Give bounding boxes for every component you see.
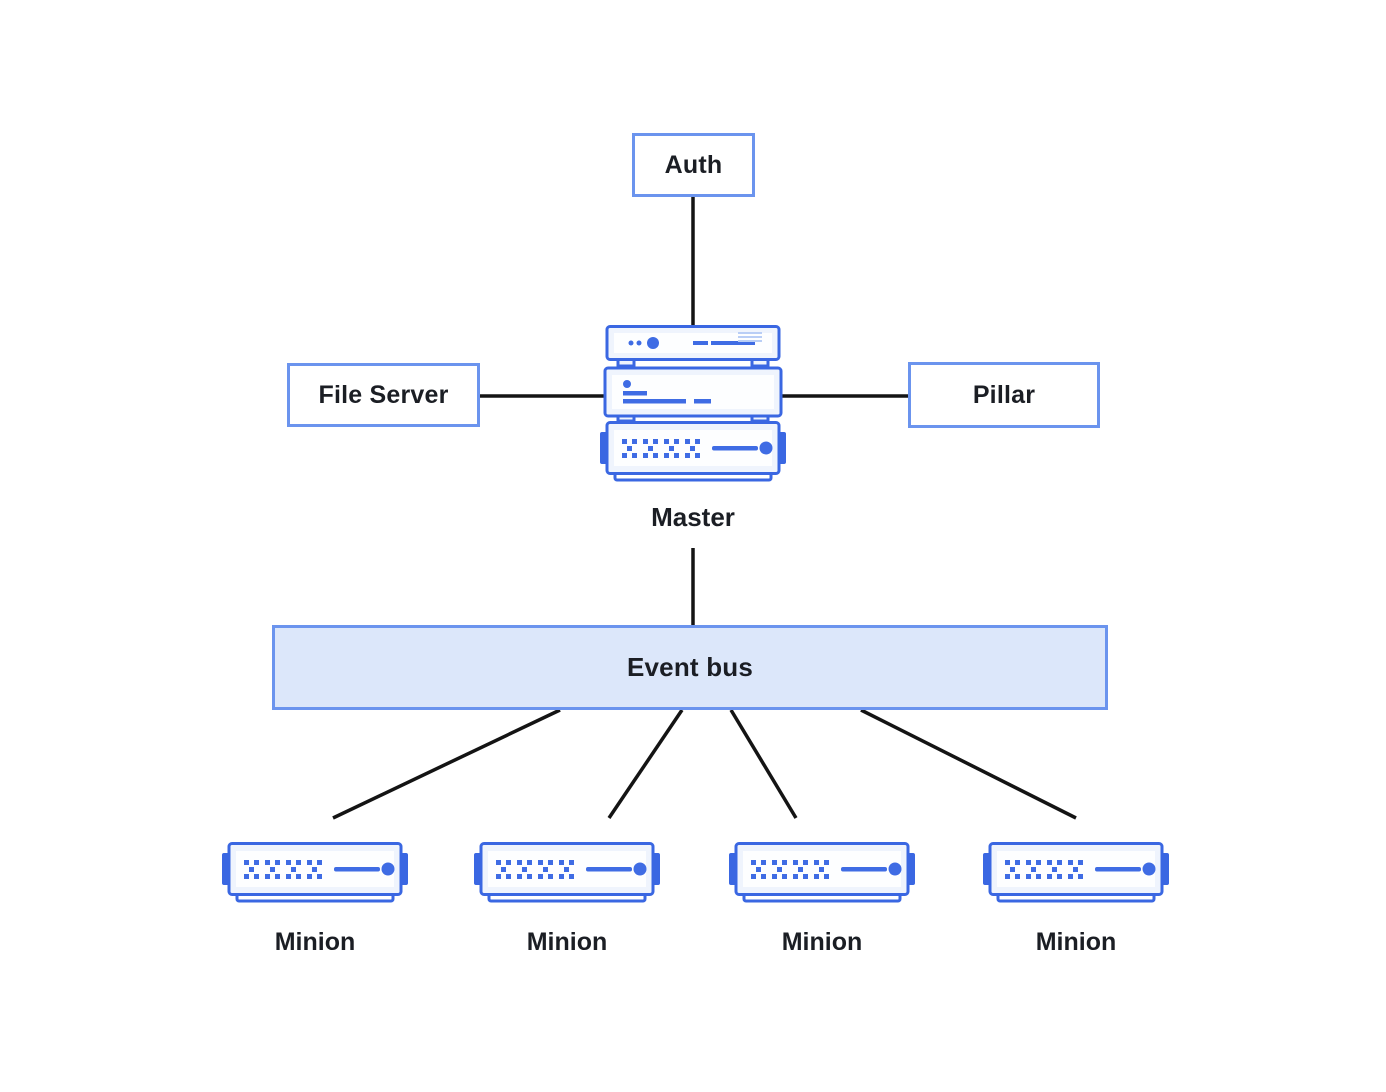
minion-label-1: Minion [274, 928, 356, 956]
rack-server-icon [983, 842, 1169, 903]
minion-label-2: Minion [526, 928, 608, 956]
event-bus-label: Event bus [626, 652, 754, 682]
rack-server-icon [729, 842, 915, 903]
rack-server-icon [474, 842, 660, 903]
minion-node-1 [222, 842, 408, 904]
master-node [598, 325, 788, 483]
minion-node-3 [729, 842, 915, 904]
minion-node-2 [474, 842, 660, 904]
minion-label-3: Minion [781, 928, 863, 956]
minion-label-4: Minion [1035, 928, 1117, 956]
edge-eventbus-minion-4 [860, 708, 1077, 820]
minion-node-4 [983, 842, 1169, 904]
file-server-label: File Server [318, 380, 449, 409]
edge-eventbus-minion-1 [332, 708, 561, 820]
auth-node: Auth [632, 133, 755, 197]
rack-server-icon [222, 842, 408, 903]
pillar-label: Pillar [972, 380, 1036, 409]
edge-eventbus-minion-3 [729, 709, 798, 819]
master-label: Master [651, 502, 735, 532]
pillar-node: Pillar [908, 362, 1100, 428]
edge-eventbus-minion-2 [607, 709, 684, 819]
server-stack-icon [600, 325, 786, 482]
auth-label: Auth [664, 150, 723, 179]
event-bus-node: Event bus [272, 625, 1108, 710]
file-server-node: File Server [287, 363, 480, 427]
